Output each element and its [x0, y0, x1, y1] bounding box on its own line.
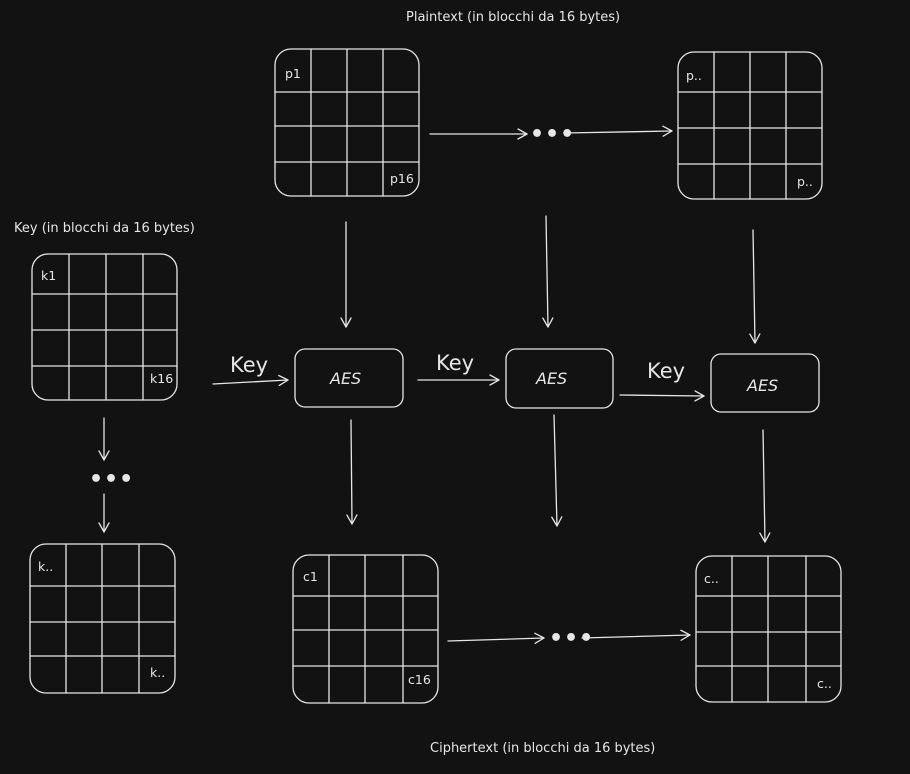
- plaintext-chain-arrow-2: [564, 125, 673, 137]
- ciphertext-block-first: c1 c16: [292, 554, 439, 704]
- key-ellipsis: •••: [89, 467, 134, 492]
- plaintext-ellipsis: •••: [530, 122, 575, 147]
- key-block-first: k1 k16: [31, 253, 178, 401]
- key-first-cell-label: k1: [41, 268, 56, 283]
- key-last-block-last-cell-label: k..: [150, 665, 165, 680]
- aes-box-1-label: AES: [329, 369, 361, 388]
- plaintext-last-cell-label: p16: [390, 171, 414, 186]
- aes-to-ciphertext-arrow-2: [551, 414, 563, 527]
- key-arrow-label-2: Key: [436, 351, 474, 375]
- ciphertext-ellipsis: •••: [549, 626, 594, 651]
- aes-to-ciphertext-arrow-1: [346, 419, 358, 525]
- plaintext-block-first: p1 p16: [274, 48, 420, 197]
- key-arrow-1: [212, 374, 289, 387]
- ciphertext-chain-arrow-2: [581, 629, 691, 641]
- aes-box-3-label: AES: [746, 376, 778, 395]
- ciphertext-block-last: c.. c..: [695, 555, 842, 703]
- plaintext-last-block-last-cell-label: p..: [797, 174, 813, 189]
- ciphertext-chain-arrow-1: [447, 632, 545, 644]
- aes-box-1: AES: [294, 348, 404, 408]
- key-arrow-3: [619, 390, 705, 402]
- ciphertext-first-cell-label: c1: [303, 569, 318, 584]
- key-last-cell-label: k16: [150, 371, 173, 386]
- ciphertext-last-block-last-cell-label: c..: [817, 676, 832, 691]
- plaintext-last-block-first-cell-label: p..: [686, 68, 702, 83]
- plaintext-block-last: p.. p..: [677, 51, 823, 200]
- key-arrow-label-3: Key: [647, 359, 685, 383]
- aes-box-2: AES: [505, 348, 614, 409]
- ciphertext-label: Ciphertext (in blocchi da 16 bytes): [430, 741, 655, 756]
- key-block-last: k.. k..: [29, 543, 176, 694]
- plaintext-to-aes-arrow-3: [749, 229, 761, 344]
- plaintext-to-aes-arrow-2: [542, 215, 554, 328]
- ciphertext-last-cell-label: c16: [408, 672, 431, 687]
- aes-box-3: AES: [710, 353, 820, 413]
- ciphertext-last-block-first-cell-label: c..: [704, 571, 719, 586]
- plaintext-first-cell-label: p1: [285, 66, 301, 81]
- key-arrow-label-1: Key: [230, 353, 268, 377]
- key-last-block-first-cell-label: k..: [38, 559, 53, 574]
- aes-box-2-label: AES: [535, 369, 567, 388]
- plaintext-label: Plaintext (in blocchi da 16 bytes): [406, 10, 620, 25]
- aes-to-ciphertext-arrow-3: [759, 429, 771, 543]
- key-label: Key (in blocchi da 16 bytes): [14, 221, 195, 236]
